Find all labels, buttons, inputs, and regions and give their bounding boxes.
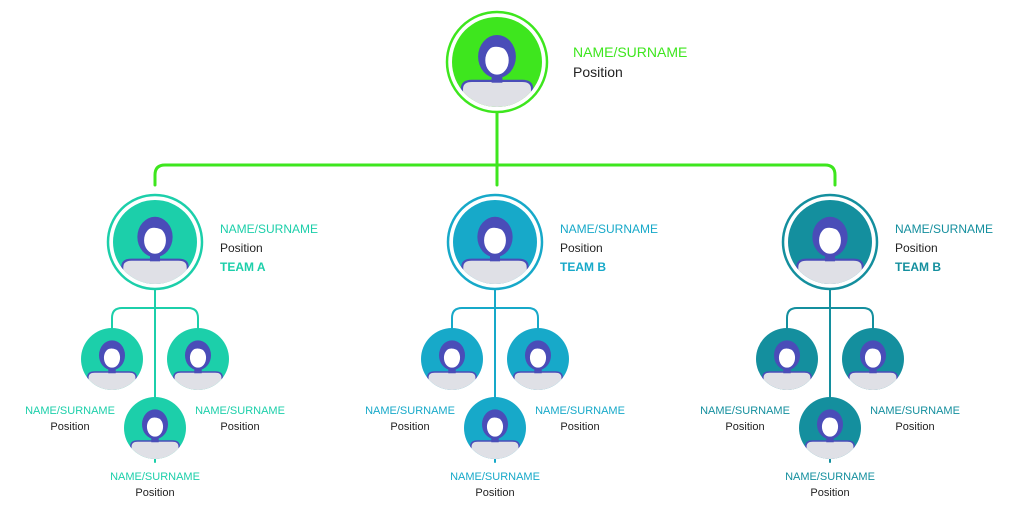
person-fringe xyxy=(442,341,462,355)
person-icon xyxy=(470,409,520,459)
person-fringe xyxy=(863,341,883,355)
person-body xyxy=(173,371,223,390)
manager-name: NAME/SURNAME xyxy=(560,222,658,236)
member-position: Position xyxy=(390,421,429,433)
root-name: NAME/SURNAME xyxy=(573,44,687,60)
team-branch-line xyxy=(786,307,874,331)
person-fringe xyxy=(485,410,505,424)
person-icon xyxy=(121,216,189,284)
manager-team: TEAM B xyxy=(560,260,606,274)
person-icon xyxy=(762,340,812,390)
person-body xyxy=(87,371,137,390)
person-icon xyxy=(87,340,137,390)
member-position: Position xyxy=(475,487,514,499)
person-fringe xyxy=(817,218,844,236)
person-body xyxy=(427,371,477,390)
person-fringe xyxy=(777,341,797,355)
member-avatar xyxy=(167,328,229,390)
manager-position: Position xyxy=(220,241,263,255)
member-position: Position xyxy=(895,421,934,433)
member-avatar xyxy=(81,328,143,390)
person-body xyxy=(796,258,864,284)
person-fringe xyxy=(483,37,512,56)
manager-avatar xyxy=(446,193,544,291)
root-position: Position xyxy=(573,64,623,80)
member-position: Position xyxy=(725,421,764,433)
person-body xyxy=(805,440,855,459)
manager-name: NAME/SURNAME xyxy=(895,222,993,236)
member-position: Position xyxy=(135,487,174,499)
manager-avatar xyxy=(781,193,879,291)
member-avatar xyxy=(842,328,904,390)
member-name: NAME/SURNAME xyxy=(535,405,625,417)
member-avatar xyxy=(421,328,483,390)
member-name: NAME/SURNAME xyxy=(110,471,200,483)
connectors xyxy=(111,108,874,463)
person-icon xyxy=(460,35,534,107)
root-avatar xyxy=(445,10,549,114)
person-icon xyxy=(427,340,477,390)
manager-team: TEAM B xyxy=(895,260,941,274)
member-avatar xyxy=(756,328,818,390)
person-icon xyxy=(805,409,855,459)
manager-position: Position xyxy=(895,241,938,255)
member-avatar xyxy=(124,397,186,459)
person-fringe xyxy=(528,341,548,355)
member-position: Position xyxy=(220,421,259,433)
person-body xyxy=(130,440,180,459)
member-name: NAME/SURNAME xyxy=(450,471,540,483)
person-body xyxy=(762,371,812,390)
person-icon xyxy=(513,340,563,390)
member-avatar xyxy=(464,397,526,459)
root-bus-line xyxy=(153,163,837,187)
person-fringe xyxy=(482,218,509,236)
member-name: NAME/SURNAME xyxy=(25,405,115,417)
person-body xyxy=(848,371,898,390)
person-icon xyxy=(848,340,898,390)
labels: NAME/SURNAMEPositionNAME/SURNAMEPosition… xyxy=(25,44,993,499)
person-body xyxy=(461,258,529,284)
person-body xyxy=(470,440,520,459)
person-fringe xyxy=(102,341,122,355)
manager-position: Position xyxy=(560,241,603,255)
member-name: NAME/SURNAME xyxy=(365,405,455,417)
member-name: NAME/SURNAME xyxy=(870,405,960,417)
person-body xyxy=(121,258,189,284)
member-position: Position xyxy=(560,421,599,433)
person-fringe xyxy=(188,341,208,355)
manager-avatar xyxy=(106,193,204,291)
member-name: NAME/SURNAME xyxy=(785,471,875,483)
member-position: Position xyxy=(810,487,849,499)
member-position: Position xyxy=(50,421,89,433)
person-body xyxy=(460,79,534,107)
person-icon xyxy=(461,216,529,284)
person-fringe xyxy=(820,410,840,424)
member-name: NAME/SURNAME xyxy=(195,405,285,417)
member-avatar xyxy=(507,328,569,390)
member-name: NAME/SURNAME xyxy=(700,405,790,417)
person-body xyxy=(513,371,563,390)
person-fringe xyxy=(145,410,165,424)
team-branch-line xyxy=(451,307,539,331)
manager-team: TEAM A xyxy=(220,260,266,274)
nodes xyxy=(81,10,904,459)
team-branch-line xyxy=(111,307,199,331)
person-icon xyxy=(796,216,864,284)
person-icon xyxy=(130,409,180,459)
person-icon xyxy=(173,340,223,390)
member-avatar xyxy=(799,397,861,459)
manager-name: NAME/SURNAME xyxy=(220,222,318,236)
person-fringe xyxy=(142,218,169,236)
